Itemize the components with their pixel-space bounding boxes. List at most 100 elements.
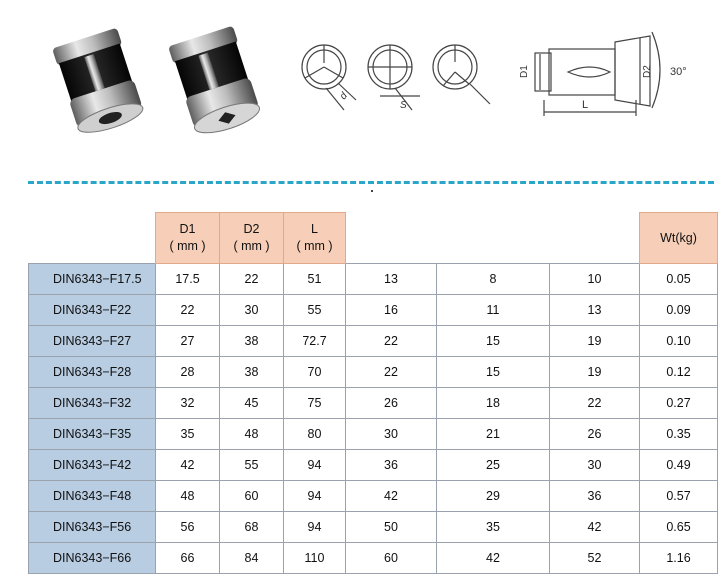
product-figure-strip: d S D1 D2 L 30° [53,26,687,134]
label-D1: D1 [519,65,530,78]
value-cell: 68 [219,511,284,543]
value-cell: 16 [345,294,437,326]
side-view-drawing [534,31,661,116]
value-cell: 13 [345,263,437,295]
value-cell: 28 [155,356,220,388]
value-cell: 13 [549,294,640,326]
value-cell: 48 [219,418,284,450]
value-cell: 0.05 [639,263,718,295]
value-cell: 94 [283,449,346,481]
column-header-unit: ( mm ) [296,239,333,253]
model-cell: DIN6343−F66 [28,542,156,574]
value-cell: 1.16 [639,542,718,574]
label-angle: 30° [670,66,687,78]
value-cell: 0.12 [639,356,718,388]
value-cell: 25 [436,449,550,481]
value-cell: 0.57 [639,480,718,512]
column-header-1: D1( mm ) [155,212,220,264]
label-d: d [338,90,350,102]
value-cell: 10 [549,263,640,295]
value-cell: 80 [283,418,346,450]
stray-dot [371,190,373,192]
value-cell: 72.7 [283,325,346,357]
value-cell: 35 [155,418,220,450]
value-cell: 22 [219,263,284,295]
model-cell: DIN6343−F32 [28,387,156,419]
value-cell: 0.09 [639,294,718,326]
value-cell: 0.10 [639,325,718,357]
collet-photo-front [53,28,144,133]
value-cell: 30 [345,418,437,450]
value-cell: 15 [436,356,550,388]
column-header-label: D2 [243,222,260,236]
column-header-label: Wt(kg) [660,230,697,245]
column-header-5 [436,212,550,264]
value-cell: 18 [436,387,550,419]
value-cell: 51 [283,263,346,295]
value-cell: 75 [283,387,346,419]
cross-section-four-segment [367,44,420,111]
value-cell: 0.49 [639,449,718,481]
column-header-4 [345,212,437,264]
value-cell: 52 [549,542,640,574]
value-cell: 26 [345,387,437,419]
value-cell: 94 [283,480,346,512]
value-cell: 32 [155,387,220,419]
value-cell: 22 [549,387,640,419]
value-cell: 55 [283,294,346,326]
model-cell: DIN6343−F48 [28,480,156,512]
column-header-2: D2( mm ) [219,212,284,264]
value-cell: 19 [549,356,640,388]
value-cell: 11 [436,294,550,326]
value-cell: 30 [219,294,284,326]
value-cell: 60 [345,542,437,574]
value-cell: 42 [345,480,437,512]
section-divider [28,181,714,184]
column-header-label: L [311,222,318,236]
value-cell: 36 [549,480,640,512]
column-header-7: Wt(kg) [639,212,718,264]
model-cell: DIN6343−F28 [28,356,156,388]
model-cell: DIN6343−F42 [28,449,156,481]
collet-photo-angled [169,26,260,134]
value-cell: 45 [219,387,284,419]
value-cell: 42 [155,449,220,481]
value-cell: 110 [283,542,346,574]
model-cell: DIN6343−F56 [28,511,156,543]
value-cell: 21 [436,418,550,450]
value-cell: 19 [549,325,640,357]
value-cell: 22 [345,325,437,357]
value-cell: 42 [549,511,640,543]
value-cell: 94 [283,511,346,543]
column-header-6 [549,212,640,264]
column-header-3: L ( mm ) [283,212,346,264]
value-cell: 27 [155,325,220,357]
label-L: L [582,99,588,111]
label-s: S [400,100,407,111]
value-cell: 22 [345,356,437,388]
collet-spec-table: D1( mm )D2( mm )L( mm )Wt(kg) DIN6343−F1… [28,212,718,574]
value-cell: 55 [219,449,284,481]
value-cell: 0.27 [639,387,718,419]
value-cell: 8 [436,263,550,295]
cross-section-hex-segment [432,44,491,105]
value-cell: 66 [155,542,220,574]
value-cell: 60 [219,480,284,512]
value-cell: 26 [549,418,640,450]
model-cell: DIN6343−F17.5 [28,263,156,295]
value-cell: 15 [436,325,550,357]
value-cell: 38 [219,325,284,357]
column-header-unit: ( mm ) [169,239,206,253]
value-cell: 42 [436,542,550,574]
model-cell: DIN6343−F27 [28,325,156,357]
